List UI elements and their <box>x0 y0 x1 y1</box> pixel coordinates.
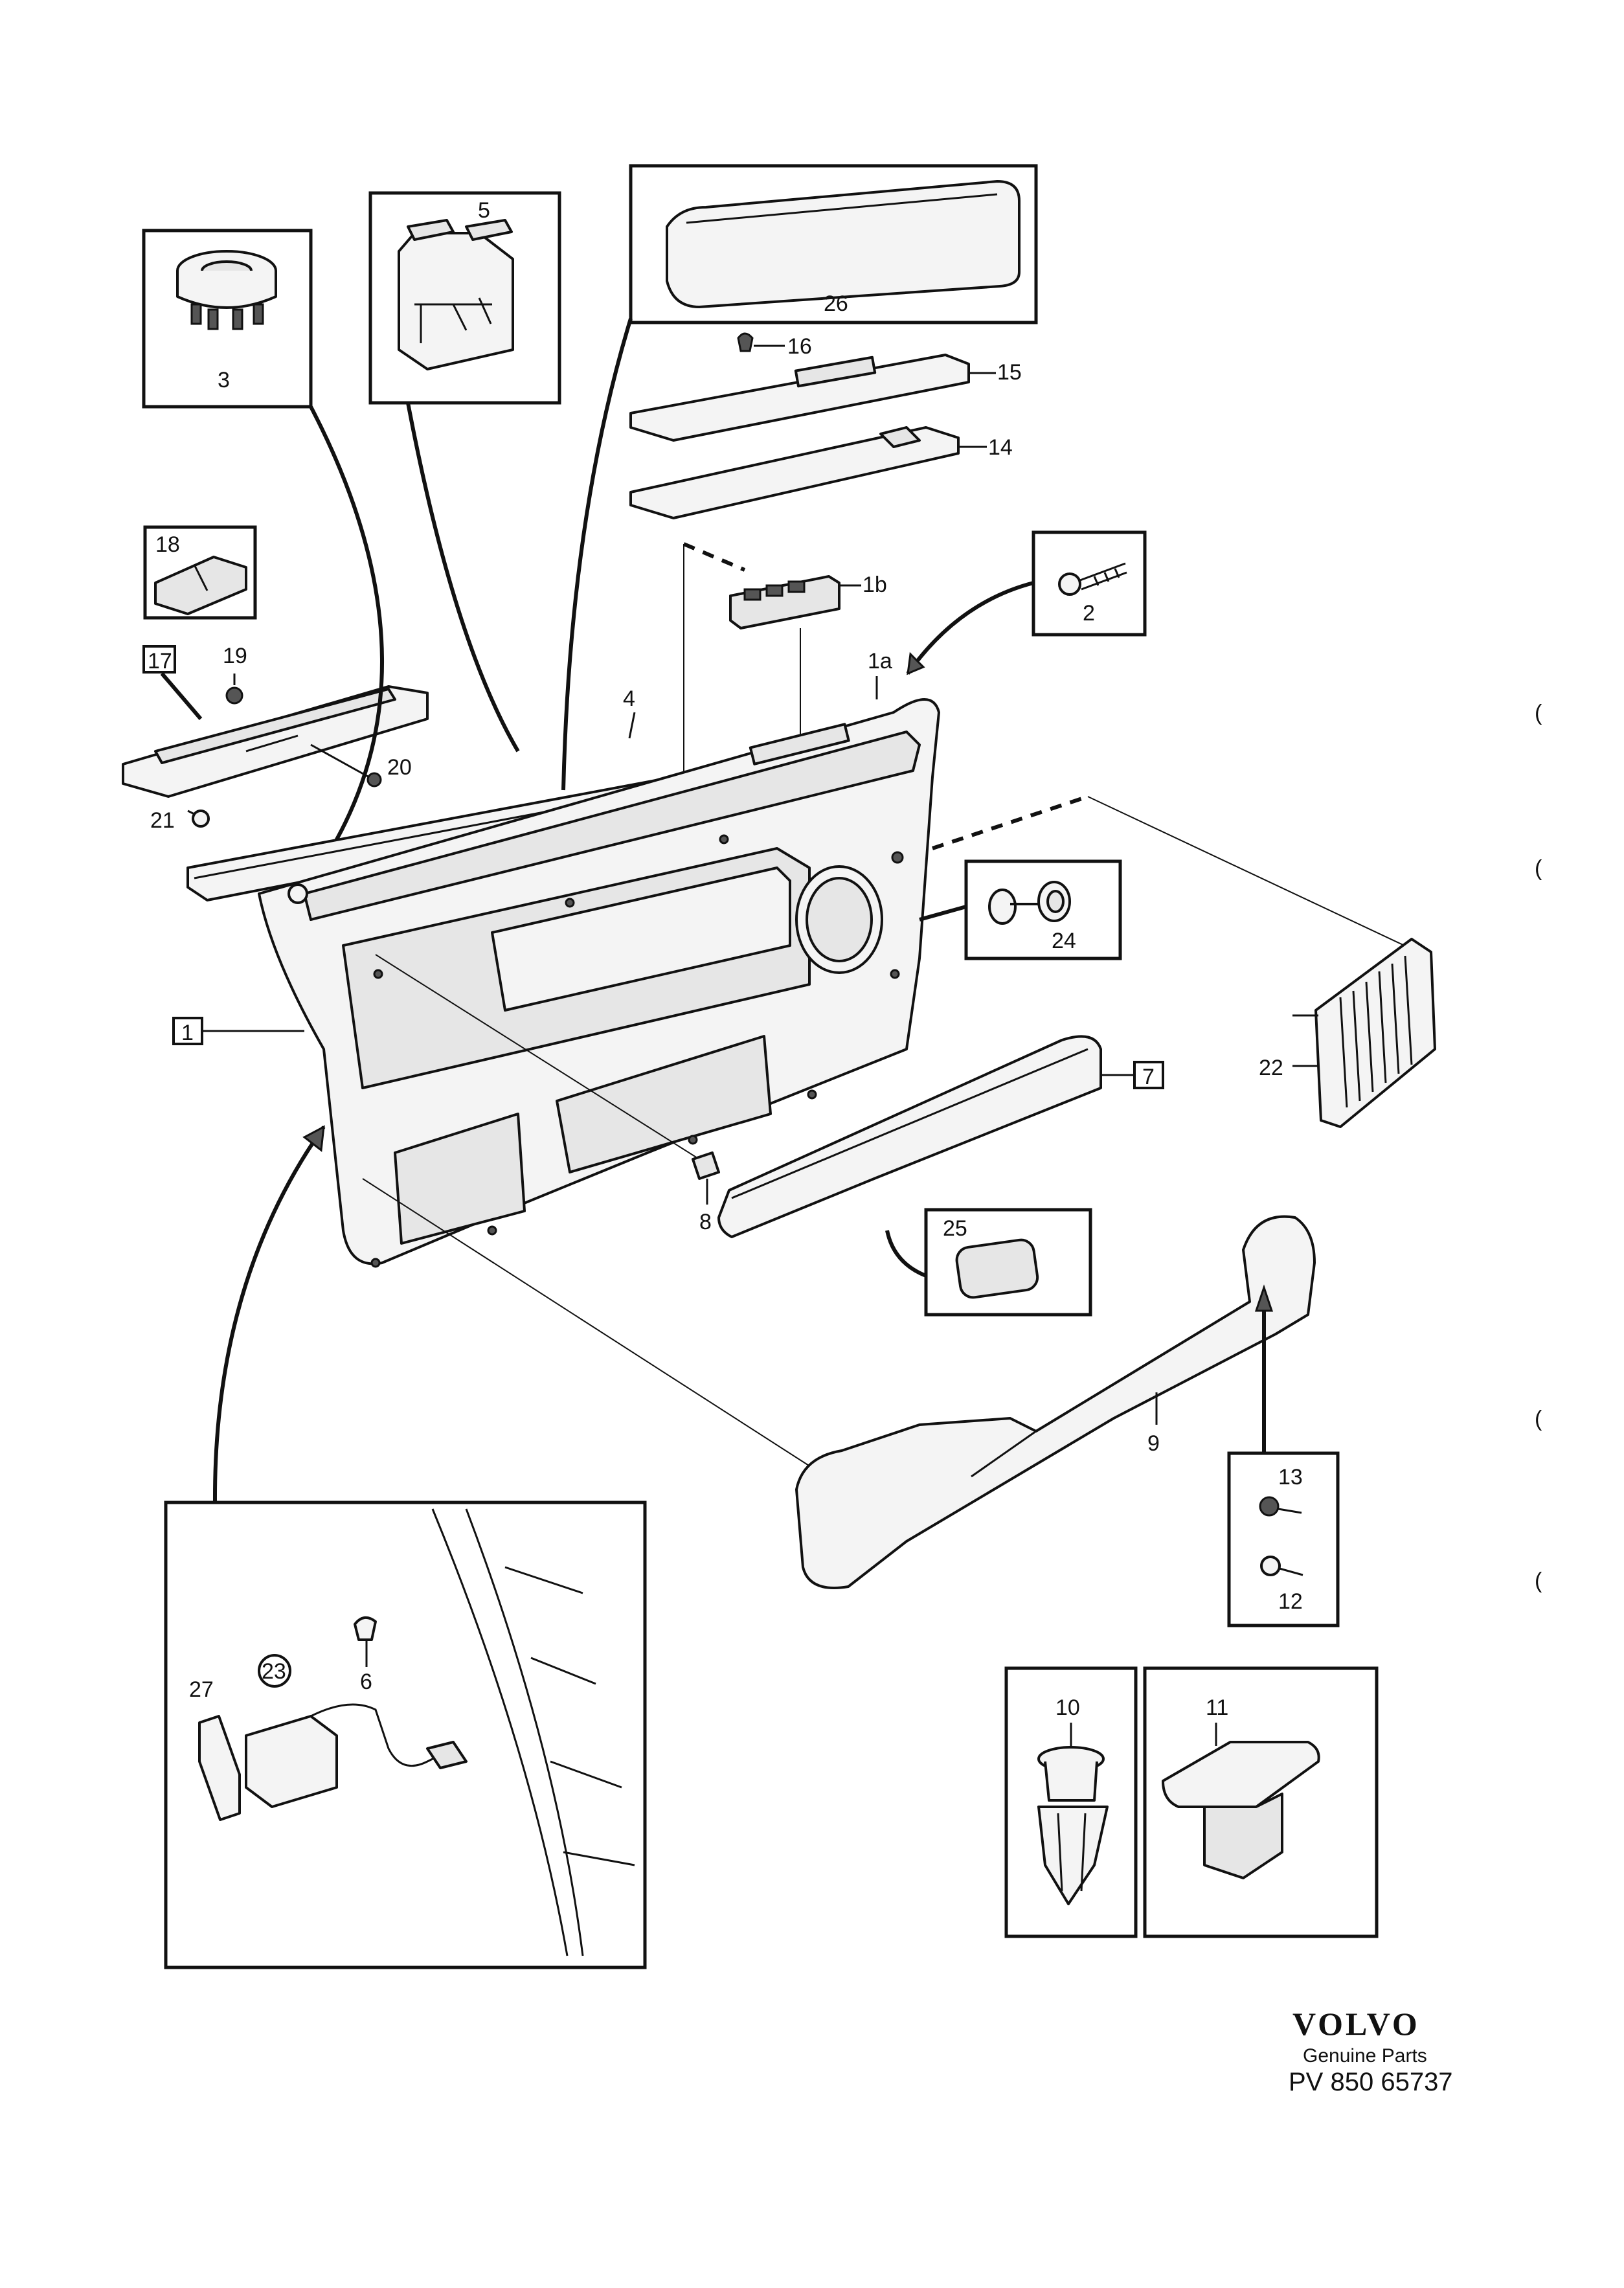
label-3: 3 <box>218 368 230 392</box>
label-13: 13 <box>1278 1465 1303 1489</box>
label-21: 21 <box>150 808 175 833</box>
margin-mark: ( <box>1535 701 1542 725</box>
inset-part-12-13: 13 12 <box>1227 1451 1340 1627</box>
volvo-logo: VOLVO <box>1292 2006 1420 2042</box>
margin-mark: ( <box>1535 1407 1542 1431</box>
genuine-parts-text: Genuine Parts <box>1303 2045 1427 2067</box>
arrow-inset-6 <box>302 1125 325 1152</box>
label-9: 9 <box>1147 1431 1160 1456</box>
leader-inset-6 <box>212 1126 326 1503</box>
label-25: 25 <box>943 1216 967 1241</box>
leader-8-dash <box>375 954 700 1160</box>
label-12: 12 <box>1278 1589 1303 1614</box>
part-19: 19 <box>223 644 247 705</box>
part-1: 1 <box>172 1017 304 1045</box>
arrow-12-13 <box>1254 1284 1274 1312</box>
label-17: 17 <box>148 649 172 674</box>
inset-part-25: 25 <box>924 1208 1092 1317</box>
label-16: 16 <box>787 334 812 359</box>
label-8: 8 <box>699 1210 712 1234</box>
part-7: 7 <box>717 1035 1164 1238</box>
part-16: 16 <box>737 332 812 359</box>
label-26: 26 <box>824 291 848 316</box>
part-14: 14 <box>629 426 1013 519</box>
arrow-2 <box>907 651 925 675</box>
inset-part-26: 26 <box>629 164 1038 324</box>
leader-25 <box>885 1230 927 1278</box>
part-21: 21 <box>150 808 210 833</box>
dash-1b <box>682 542 746 572</box>
part-4: 4 <box>623 686 636 739</box>
label-10: 10 <box>1055 1695 1080 1720</box>
margin-mark: ( <box>1535 856 1542 881</box>
margin-mark: ( <box>1535 1569 1542 1593</box>
dash-22 <box>932 795 1088 850</box>
label-1b: 1b <box>863 572 887 597</box>
label-24: 24 <box>1052 929 1076 953</box>
inset-part-2: 2 <box>1032 530 1147 637</box>
leader-2 <box>906 581 1034 675</box>
leader-22a <box>1087 796 1419 953</box>
part-1b: 1b <box>729 572 887 629</box>
leader-5 <box>406 402 520 753</box>
part-8: 8 <box>692 1151 720 1234</box>
brand-block: VOLVO Genuine Parts PV 850 65737 <box>1289 2006 1453 2096</box>
leader-3 <box>309 405 384 882</box>
part-22: 22 <box>1259 938 1436 1128</box>
part-17: 17 <box>122 645 429 798</box>
part-9: 9 <box>795 1215 1316 1589</box>
label-19: 19 <box>223 644 247 668</box>
leader-26 <box>561 318 633 791</box>
inset-part-24: 24 <box>964 859 1122 960</box>
label-15: 15 <box>997 360 1022 385</box>
inset-part-3: 3 <box>142 229 313 409</box>
label-20: 20 <box>387 755 412 780</box>
label-18: 18 <box>155 532 180 557</box>
label-4: 4 <box>623 686 635 711</box>
part-1a: 1a <box>868 649 892 699</box>
leader-24 <box>919 905 967 922</box>
part-code: PV 850 65737 <box>1289 2068 1453 2096</box>
inset-part-10: 10 <box>1004 1666 1138 1938</box>
inset-part-6-23-27: 6 23 27 <box>164 1501 647 1969</box>
inset-part-18: 18 <box>143 525 257 620</box>
part-15: 15 <box>629 354 1022 442</box>
leader-9 <box>362 1178 817 1471</box>
inset-part-5: 5 <box>368 191 561 405</box>
label-14: 14 <box>988 435 1013 460</box>
label-2: 2 <box>1083 601 1095 626</box>
label-23: 23 <box>262 1659 286 1684</box>
label-11: 11 <box>1206 1695 1228 1720</box>
door-panel <box>186 698 940 1268</box>
label-1: 1 <box>181 1021 194 1045</box>
label-7: 7 <box>1142 1065 1155 1089</box>
label-27: 27 <box>189 1677 214 1702</box>
label-6: 6 <box>360 1670 372 1694</box>
label-1a: 1a <box>868 649 892 674</box>
part-20: 20 <box>310 743 412 787</box>
label-22: 22 <box>1259 1056 1283 1080</box>
inset-part-11: 11 <box>1143 1666 1379 1938</box>
label-5: 5 <box>478 198 490 223</box>
